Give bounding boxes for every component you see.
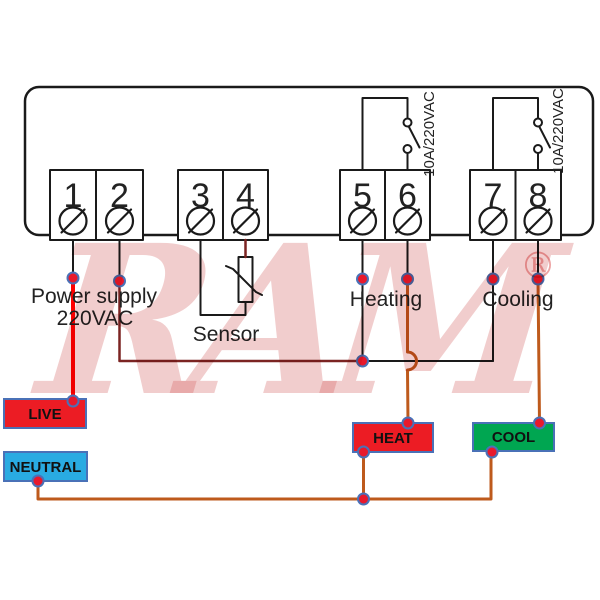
controller-body xyxy=(23,85,595,237)
screw-icon xyxy=(230,206,261,236)
wire-cool-feed xyxy=(536,277,541,424)
connection-boxes xyxy=(3,398,555,482)
wire-sensor-loop xyxy=(199,239,247,316)
relay-symbol-heating xyxy=(361,97,421,171)
junction-dot xyxy=(533,416,546,430)
junction-dot xyxy=(531,272,545,286)
live-box-label: LIVE xyxy=(28,406,61,423)
neutral-box-label: NEUTRAL xyxy=(10,459,82,476)
junction-dot xyxy=(357,445,370,459)
terminal-number-3: 3 xyxy=(191,177,210,215)
junction-dot xyxy=(66,271,80,285)
junction-dot xyxy=(66,394,80,408)
junction-dot xyxy=(486,272,500,286)
junction-dot xyxy=(31,474,45,488)
power-voltage-label: 220VAC xyxy=(57,307,134,330)
screw-icon xyxy=(478,206,508,236)
relay-contact-icon xyxy=(402,117,413,128)
relay-contact-icon xyxy=(533,117,543,128)
relay-blade-icon xyxy=(408,126,421,149)
terminal-number-4: 4 xyxy=(236,177,255,215)
relay-symbol-cooling xyxy=(492,97,551,171)
power-supply-label: Power supply xyxy=(31,285,158,308)
terminal-screws xyxy=(58,206,553,236)
screw-icon xyxy=(185,206,216,236)
wire-neutral-run xyxy=(36,450,493,501)
junction-dot xyxy=(113,274,126,288)
relay-contact-icon xyxy=(533,144,543,154)
thermistor-icon xyxy=(225,256,263,303)
terminal-cell-4 xyxy=(222,169,269,241)
terminal-number-8: 8 xyxy=(529,177,548,215)
screw-icon xyxy=(392,206,423,236)
relay-blade-icon xyxy=(538,126,551,149)
terminal-number-1: 1 xyxy=(64,177,83,215)
terminal-number-7: 7 xyxy=(484,177,503,215)
relay-rating-heating: 10A/220VAC xyxy=(421,91,438,177)
neutral-box xyxy=(3,451,88,482)
heat-box-label: HEAT xyxy=(373,430,413,447)
load-wires xyxy=(36,277,541,501)
wire-phase-to-relays xyxy=(118,279,364,363)
junction-nodes xyxy=(31,271,546,506)
terminal-cell-3 xyxy=(177,169,224,241)
junction-dot xyxy=(357,492,370,506)
screw-icon xyxy=(104,206,135,236)
junction-dot xyxy=(401,272,414,286)
screw-icon xyxy=(347,206,378,236)
phase-wires xyxy=(118,238,364,363)
terminal-numbers: 1 2 3 4 5 6 7 8 xyxy=(64,177,548,215)
cooling-label: Cooling xyxy=(482,288,553,311)
junction-dot xyxy=(356,354,369,368)
screw-icon xyxy=(58,206,88,236)
sensor-label: Sensor xyxy=(193,323,260,346)
terminal-number-5: 5 xyxy=(353,177,372,215)
terminal-cell-5 xyxy=(339,169,386,241)
controller-linework xyxy=(23,85,595,303)
terminal-number-6: 6 xyxy=(398,177,417,215)
relay-contact-icon xyxy=(402,144,413,154)
relay-rating-cooling: 10A/220VAC xyxy=(550,88,567,174)
terminal-number-2: 2 xyxy=(110,177,129,215)
junction-dot xyxy=(401,416,415,430)
junction-dot xyxy=(356,272,369,286)
wire-heat-feed-with-hop xyxy=(406,277,418,424)
terminal-blocks xyxy=(49,169,562,241)
junction-dot xyxy=(485,445,499,459)
cool-box-label: COOL xyxy=(492,429,535,446)
heating-label: Heating xyxy=(350,288,422,311)
screw-icon xyxy=(523,206,553,236)
